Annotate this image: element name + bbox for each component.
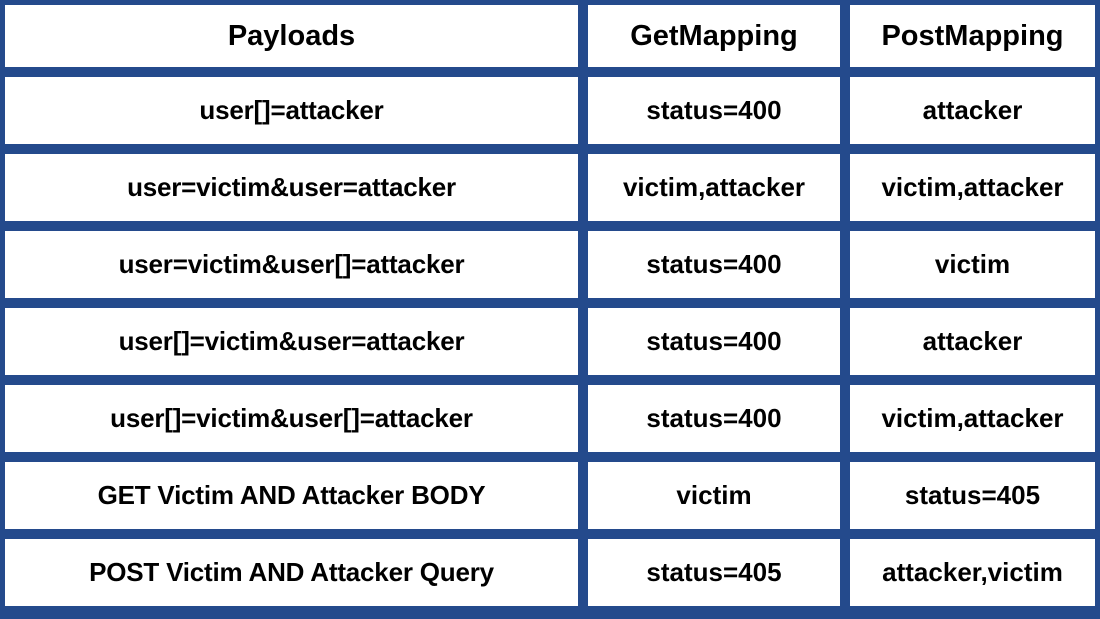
table-row: user[]=victim&user[]=attacker status=400… xyxy=(0,380,1100,457)
cell-getmapping: status=400 xyxy=(583,226,845,303)
cell-postmapping: attacker,victim xyxy=(845,534,1100,611)
table-row: user[]=victim&user=attacker status=400 a… xyxy=(0,303,1100,380)
cell-postmapping: victim xyxy=(845,226,1100,303)
cell-payload: user=victim&user=attacker xyxy=(0,149,583,226)
cell-payload: user[]=victim&user[]=attacker xyxy=(0,380,583,457)
cell-postmapping: status=405 xyxy=(845,457,1100,534)
table-row: POST Victim AND Attacker Query status=40… xyxy=(0,534,1100,611)
cell-getmapping: victim xyxy=(583,457,845,534)
cell-getmapping: status=400 xyxy=(583,380,845,457)
column-header-payloads: Payloads xyxy=(0,0,583,72)
table-header-row: Payloads GetMapping PostMapping xyxy=(0,0,1100,72)
table-row: GET Victim AND Attacker BODY victim stat… xyxy=(0,457,1100,534)
table-row: user=victim&user[]=attacker status=400 v… xyxy=(0,226,1100,303)
table-row: user[]=attacker status=400 attacker xyxy=(0,72,1100,149)
cell-payload: GET Victim AND Attacker BODY xyxy=(0,457,583,534)
cell-getmapping: status=400 xyxy=(583,303,845,380)
cell-getmapping: victim,attacker xyxy=(583,149,845,226)
table-body: user[]=attacker status=400 attacker user… xyxy=(0,72,1100,611)
cell-getmapping: status=400 xyxy=(583,72,845,149)
cell-postmapping: victim,attacker xyxy=(845,380,1100,457)
table-row: user=victim&user=attacker victim,attacke… xyxy=(0,149,1100,226)
cell-payload: user[]=victim&user=attacker xyxy=(0,303,583,380)
cell-payload: POST Victim AND Attacker Query xyxy=(0,534,583,611)
table-header: Payloads GetMapping PostMapping xyxy=(0,0,1100,72)
cell-getmapping: status=405 xyxy=(583,534,845,611)
cell-postmapping: victim,attacker xyxy=(845,149,1100,226)
column-header-postmapping: PostMapping xyxy=(845,0,1100,72)
cell-postmapping: attacker xyxy=(845,303,1100,380)
cell-postmapping: attacker xyxy=(845,72,1100,149)
cell-payload: user=victim&user[]=attacker xyxy=(0,226,583,303)
cell-payload: user[]=attacker xyxy=(0,72,583,149)
column-header-getmapping: GetMapping xyxy=(583,0,845,72)
